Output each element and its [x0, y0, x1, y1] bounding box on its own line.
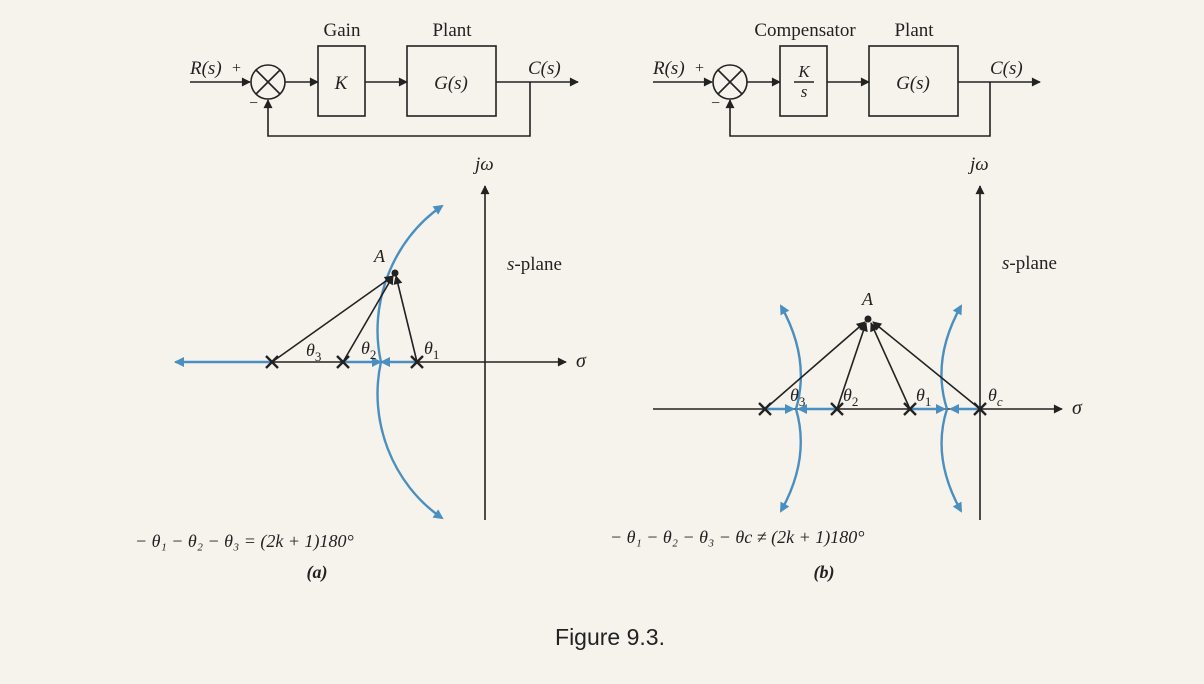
- theta2-label-b: θ2: [843, 385, 858, 409]
- point-a-label-b: A: [861, 289, 874, 309]
- vector-p1-to-a: [393, 275, 418, 363]
- feedback-path-a: [263, 82, 531, 137]
- summing-junction-a: [250, 64, 286, 100]
- plant-title-b: Plant: [894, 20, 934, 41]
- theta1-label-a: θ1: [424, 338, 439, 362]
- locus-right-upper-b: [940, 304, 963, 410]
- jw-label-a: jω: [472, 154, 494, 175]
- panel-b-block-diagram: R(s) + − Compensator K s Plant G(s) C(s): [652, 20, 1041, 137]
- compensator-numerator: K: [797, 62, 811, 81]
- splane-label-a: s-plane: [507, 254, 562, 275]
- minus-sign-b: −: [711, 95, 720, 112]
- compensator-block: [779, 45, 828, 117]
- splane-label-b: s-plane: [1002, 253, 1057, 274]
- input-label-a: R(s): [189, 58, 222, 79]
- theta3-label-b: θ3: [790, 385, 805, 409]
- sigma-label-a: σ: [576, 350, 587, 372]
- summing-junction-b: [712, 64, 748, 100]
- theta1-label-b: θ1: [916, 385, 931, 409]
- locus-right-lower-b: [940, 408, 963, 513]
- vector-p3-to-a: [271, 275, 394, 363]
- plus-sign-b: +: [695, 60, 704, 77]
- locus-left-upper-b: [779, 304, 802, 410]
- pole-2-marker-a: [336, 355, 350, 369]
- panel-b-label: (b): [814, 562, 835, 583]
- gain-block: [317, 45, 366, 117]
- figure-caption: Figure 9.3.: [555, 624, 665, 650]
- point-a-label: A: [373, 246, 386, 266]
- theta2-label-a: θ2: [361, 338, 376, 362]
- theta3-label-a: θ3: [306, 340, 321, 364]
- gain-title: Gain: [324, 20, 361, 41]
- jw-label-b: jω: [967, 154, 989, 175]
- locus-left-lower-b: [779, 408, 802, 513]
- panel-b-s-plane: jω σ s-plane A θ3 θ2 θ1 θc − θ₁ − θ₂ − θ…: [610, 154, 1083, 583]
- compensator-denominator: s: [801, 82, 808, 101]
- point-a-dot-b: [864, 315, 872, 323]
- plant-block-a: [406, 45, 497, 117]
- plant-block-b: [868, 45, 959, 117]
- panel-a-block-diagram: R(s) + − Gain K Plant G(s) C(s): [189, 20, 579, 137]
- sigma-label-b: σ: [1072, 397, 1083, 419]
- thetac-label-b: θc: [988, 385, 1003, 409]
- vector-p1-to-a-b: [870, 322, 911, 410]
- pole-2-marker-b: [830, 402, 844, 416]
- output-label-a: C(s): [528, 58, 561, 79]
- angle-condition-equation-a: − θ₁ − θ₂ − θ₃ = (2k + 1)180°: [135, 531, 354, 552]
- locus-lower-curve-a: [376, 361, 444, 520]
- pole-1-marker-a: [410, 355, 424, 369]
- panel-a-s-plane: jω σ s-plane A θ3 θ2 θ1 − θ₁ − θ₂ − θ₃ =…: [135, 154, 587, 583]
- plus-sign-a: +: [232, 60, 241, 77]
- feedback-path-b: [725, 82, 991, 137]
- minus-sign-a: −: [249, 95, 258, 112]
- plant-symbol-b: G(s): [896, 73, 930, 94]
- angle-condition-equation-b: − θ₁ − θ₂ − θ₃ − θc ≠ (2k + 1)180°: [610, 527, 864, 548]
- gain-symbol: K: [334, 73, 349, 94]
- pole-3-marker-b: [758, 402, 772, 416]
- output-label-b: C(s): [990, 58, 1023, 79]
- pole-1-marker-b: [903, 402, 917, 416]
- input-label-b: R(s): [652, 58, 685, 79]
- vector-p2-to-a: [342, 275, 394, 363]
- plant-title-a: Plant: [432, 20, 472, 41]
- compensator-title: Compensator: [754, 20, 856, 41]
- vector-p3-to-a-b: [764, 321, 866, 410]
- vector-pc-to-a-b: [872, 321, 981, 410]
- panel-a-label: (a): [307, 562, 328, 583]
- vector-p2-to-a-b: [836, 322, 868, 410]
- point-a-dot: [391, 269, 399, 277]
- plant-symbol-a: G(s): [434, 73, 468, 94]
- pole-c-marker-b: [973, 402, 987, 416]
- pole-3-marker-a: [265, 355, 279, 369]
